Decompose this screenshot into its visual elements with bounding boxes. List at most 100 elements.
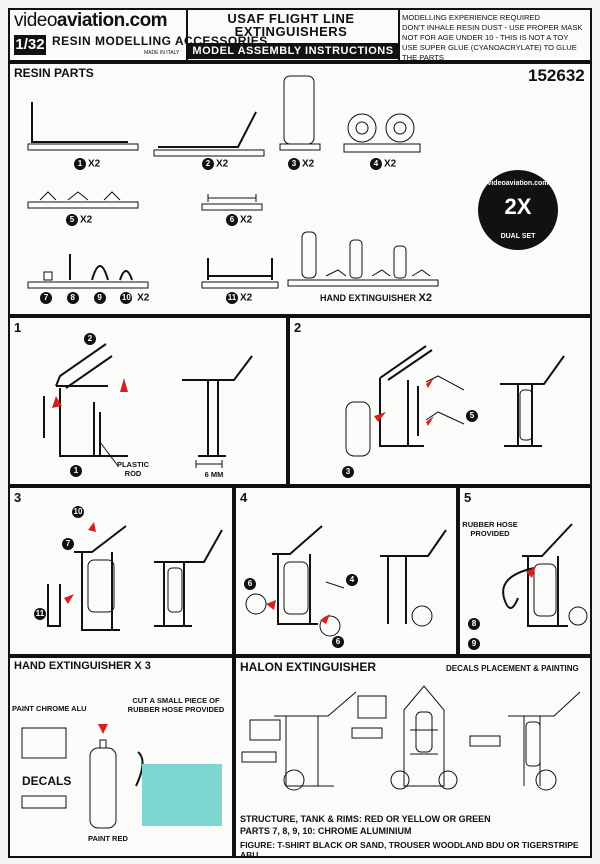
seal-top-text: videoaviation.com: [487, 180, 549, 187]
part-number-badge: 6: [226, 214, 238, 226]
scale-badge: 1/32: [14, 35, 46, 55]
part-qty: X2: [384, 158, 397, 170]
part-number-badge: 8: [66, 292, 79, 304]
part-qty: X2: [88, 158, 101, 170]
header-divider-2: [398, 8, 400, 62]
step-3-number: 3: [14, 490, 22, 505]
brand-logo: videoaviation.com: [14, 10, 168, 32]
seal-center-text: 2X: [504, 194, 532, 219]
step-2-frame: [288, 316, 592, 486]
seal-bottom-text: DUAL SET: [500, 233, 536, 240]
step-1-callout-1: 1: [70, 465, 84, 477]
warning-list: MODELLING EXPERIENCE REQUIRED DON'T INHA…: [402, 13, 592, 63]
hand-extinguisher-photo: [142, 764, 222, 826]
step-3-callout-10: 10: [72, 506, 86, 518]
title-line-1: USAF FLIGHT LINE: [227, 11, 355, 26]
warning-item: MODELLING EXPERIENCE REQUIRED: [402, 13, 540, 22]
step-5-number: 5: [464, 490, 472, 505]
step-5-callout-8: 8: [468, 618, 482, 630]
brand-prefix: video: [14, 10, 57, 31]
page-subtitle: MODEL ASSEMBLY INSTRUCTIONS: [188, 43, 398, 59]
parts-drawings: [27, 75, 439, 289]
callout-badge: 1: [70, 465, 82, 477]
part-qty: X2: [137, 292, 150, 304]
step-5-frame: [458, 486, 592, 656]
decals-label: DECALS: [22, 774, 72, 788]
halon-title: HALON EXTINGUISHER: [240, 660, 377, 674]
warning-item: DON'T INHALE RESIN DUST - USE PROPER MAS…: [402, 23, 583, 32]
decals-placement-label: DECALS PLACEMENT & PAINTING: [446, 664, 579, 673]
part-number-badge: 9: [93, 292, 106, 304]
part-number-badge: 2: [202, 158, 214, 170]
part-number-badge: 5: [66, 214, 78, 226]
hand-extinguisher-title: HAND EXTINGUISHER X 3: [14, 660, 151, 672]
halon-frame: [234, 656, 592, 858]
callout-badge: 9: [468, 638, 480, 650]
hand-extinguisher-drawing: [21, 724, 144, 829]
step-3-callout-7: 7: [62, 538, 76, 550]
instruction-sheet: videoaviation.com 1/32 RESIN MODELLING A…: [8, 8, 592, 860]
parts-7-10-label: 7 8 9 10 X2: [40, 292, 149, 304]
callout-badge: 11: [34, 608, 46, 620]
hand-extinguisher-frame: [8, 656, 234, 858]
step-3-frame: [8, 486, 234, 656]
step-4-frame: [234, 486, 458, 656]
step-3-callout-11: 11: [34, 608, 48, 620]
part-qty: X2: [418, 292, 432, 304]
plastic-rod-label: PLASTIC ROD: [116, 460, 150, 478]
callout-badge: 4: [346, 574, 358, 586]
halon-parts-text: PARTS 7, 8, 9, 10: CHROME ALUMINIUM: [240, 826, 412, 836]
callout-badge: 6: [332, 636, 344, 648]
part-qty: X2: [216, 158, 229, 170]
step-1-drawing: [43, 343, 253, 468]
step-4-callout-4: 4: [346, 574, 360, 586]
made-in: MADE IN ITALY: [144, 50, 180, 56]
callout-badge: 2: [84, 333, 96, 345]
part-qty: X2: [80, 214, 93, 226]
step-2-callout-5: 5: [466, 410, 480, 422]
part-qty: X2: [240, 292, 253, 304]
step-1-frame: [8, 316, 288, 486]
paint-chrome-label: PAINT CHROME ALU: [12, 704, 87, 713]
part-qty: X2: [302, 158, 315, 170]
product-code: 152632: [528, 66, 585, 85]
halon-structure-text: STRUCTURE, TANK & RIMS: RED OR YELLOW OR…: [240, 814, 491, 824]
part-number-badge: 10: [120, 292, 133, 304]
hand-extinguisher-parts-label: HAND EXTINGUISHER X2: [320, 292, 432, 304]
step-2-number: 2: [294, 320, 302, 335]
warning-item: USE SUPER GLUE (CYANOACRYLATE) TO GLUE T…: [402, 43, 577, 62]
part-number-badge: 4: [370, 158, 382, 170]
step-3-drawing: [47, 522, 223, 631]
callout-badge: 6: [244, 578, 256, 590]
callout-badge: 8: [468, 618, 480, 630]
part-number-badge: 11: [226, 292, 238, 304]
warning-item: NOT FOR AGE UNDER 10 - THIS IS NOT A TOY: [402, 33, 569, 42]
step-5-callout-9: 9: [468, 638, 482, 650]
part-number-badge: 3: [288, 158, 300, 170]
step-5-drawing: [502, 523, 588, 627]
rod-size-label: 6 MM: [204, 470, 224, 479]
dual-set-seal: videoaviation.com 2X DUAL SET: [478, 170, 558, 250]
page-title: USAF FLIGHT LINE EXTINGUISHERS: [186, 12, 396, 38]
callout-badge: 3: [342, 466, 354, 478]
header-divider-1: [186, 8, 188, 62]
part-number-badge: 1: [74, 158, 86, 170]
resin-parts-title: RESIN PARTS: [14, 66, 94, 80]
callout-badge: 5: [466, 410, 478, 422]
part-number-badge: 7: [40, 292, 52, 304]
brand-main: aviation.com: [56, 10, 168, 31]
step-1-callout-2: 2: [84, 333, 98, 345]
rubber-hose-label: RUBBER HOSE PROVIDED: [462, 520, 518, 538]
step-2-callout-3: 3: [342, 466, 356, 478]
hand-extinguisher-text: HAND EXTINGUISHER: [320, 293, 417, 303]
step-4-callout-6a: 6: [244, 578, 258, 590]
header-frame: [8, 8, 592, 62]
halon-figure-text: FIGURE: T-SHIRT BLACK OR SAND, TROUSER W…: [240, 840, 579, 860]
